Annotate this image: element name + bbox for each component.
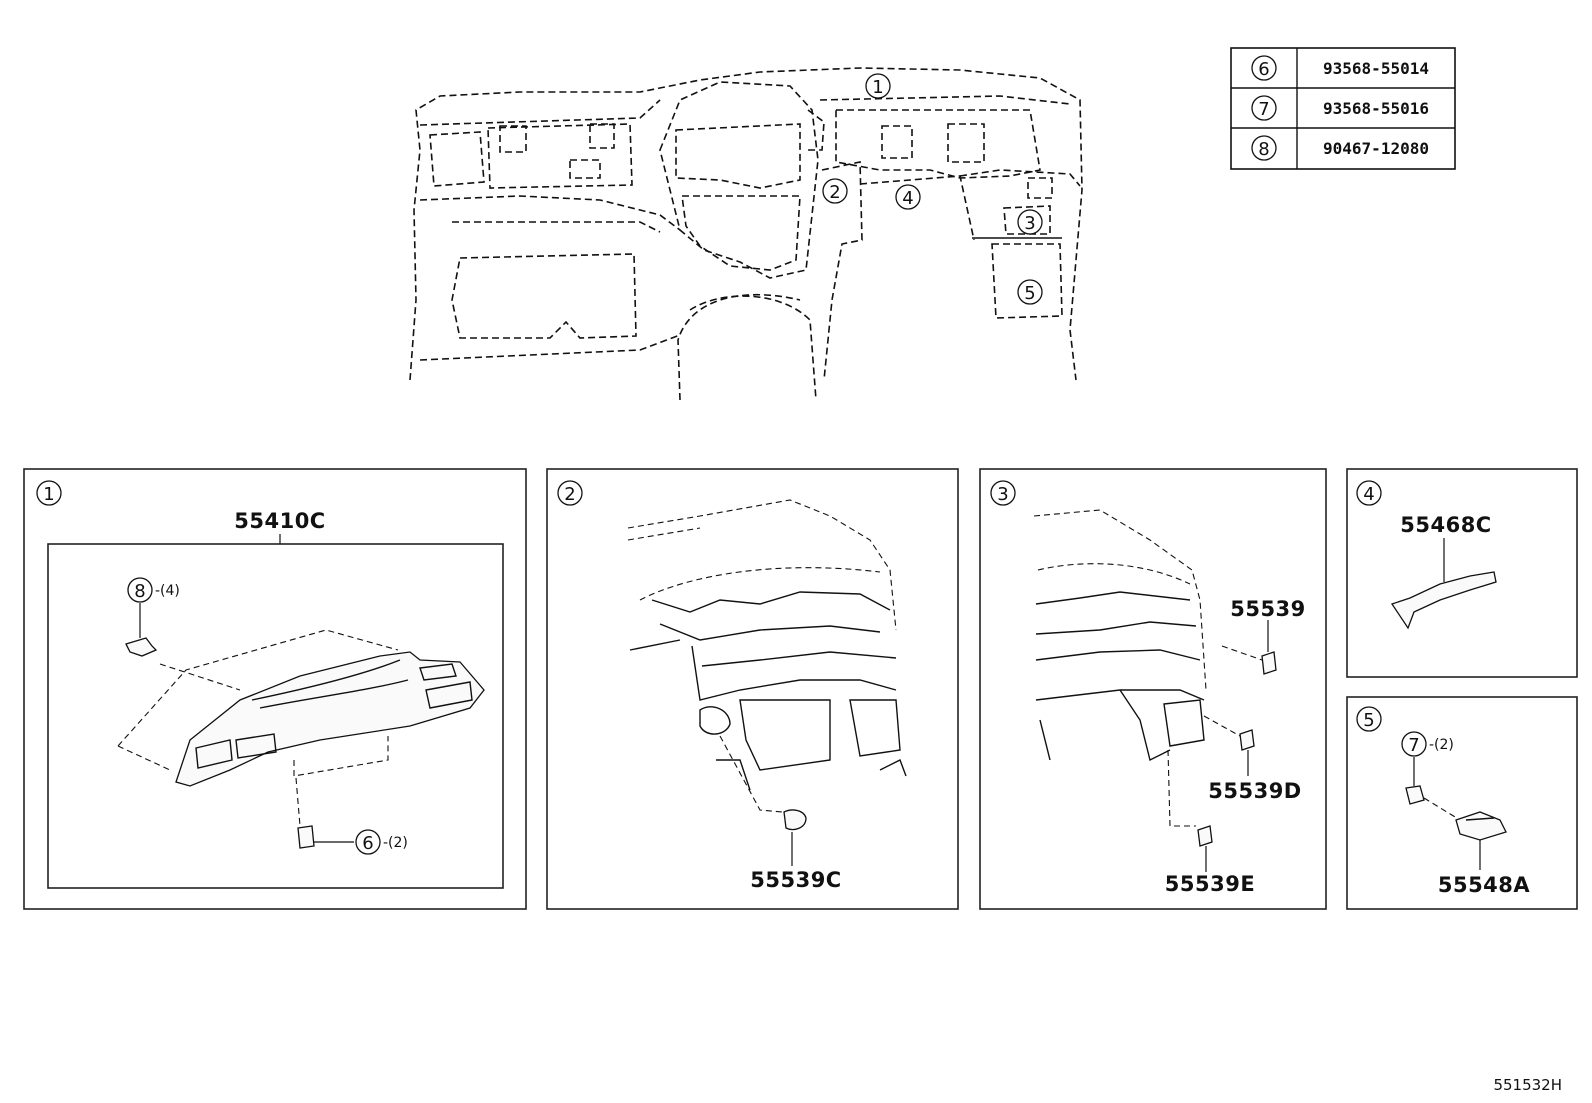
svg-text:5: 5 — [1363, 710, 1374, 731]
svg-text:8: 8 — [1258, 139, 1269, 160]
svg-text:1: 1 — [872, 77, 883, 98]
trim-part — [1390, 571, 1497, 630]
panel-3-label: 3 — [990, 480, 1016, 506]
screw-icon — [1405, 785, 1425, 805]
table-part-number: 90467-12080 — [1323, 139, 1429, 158]
diagram-code: 551532H — [1493, 1076, 1562, 1094]
fastener-ref-8: 8 — [127, 577, 153, 603]
svg-text:3: 3 — [1024, 213, 1035, 234]
clip-part — [783, 809, 807, 831]
svg-text:4: 4 — [1363, 484, 1374, 505]
table-part-number: 93568-55014 — [1323, 59, 1429, 78]
fastener-qty: -(2) — [1429, 737, 1454, 753]
table-ref-8: 8 — [1251, 135, 1277, 161]
svg-text:4: 4 — [902, 188, 913, 209]
overview-callout-3: 3 — [1017, 209, 1043, 235]
part-number-55539E: 55539E — [1165, 872, 1255, 896]
clip-part — [125, 637, 158, 657]
overview-callout-4: 4 — [895, 184, 921, 210]
svg-text:6: 6 — [362, 833, 373, 854]
overview-callout-2: 2 — [822, 178, 848, 204]
table-ref-7: 7 — [1251, 95, 1277, 121]
panel-2-label: 2 — [557, 480, 583, 506]
part-number-55548A: 55548A — [1438, 873, 1531, 897]
bracket-part — [1455, 811, 1507, 841]
svg-text:6: 6 — [1258, 59, 1269, 80]
dashboard-overview — [409, 67, 1083, 401]
svg-text:7: 7 — [1258, 99, 1269, 120]
part-number-55539C: 55539C — [750, 868, 841, 892]
svg-text:5: 5 — [1024, 283, 1035, 304]
panel-1-label: 1 — [36, 480, 62, 506]
fastener-ref-7: 7 — [1401, 731, 1427, 757]
part-number-55539: 55539 — [1230, 597, 1306, 621]
table-part-number: 93568-55016 — [1323, 99, 1429, 118]
clip-part — [1239, 729, 1255, 751]
fastener-qty: -(4) — [155, 583, 180, 599]
clip-part — [1261, 651, 1277, 675]
svg-text:1: 1 — [43, 484, 54, 505]
overview-callout-1: 1 — [865, 73, 891, 99]
table-ref-6: 6 — [1251, 55, 1277, 81]
fastener-ref-6: 6 — [355, 829, 381, 855]
panel-4: 4 55468C — [1346, 468, 1578, 678]
clip-part — [1197, 825, 1213, 847]
fastener-qty: -(2) — [383, 835, 408, 851]
screw-icon — [297, 825, 315, 849]
overview-callout-5: 5 — [1017, 279, 1043, 305]
panel-3: 3 55539 55539D 55539E — [979, 468, 1327, 910]
part-number-55539D: 55539D — [1208, 779, 1302, 803]
garnish-part — [175, 651, 485, 787]
svg-text:8: 8 — [134, 581, 145, 602]
panel-1: 1 55410C 8 -(4) — [23, 468, 527, 910]
panel-2: 2 55539C — [546, 468, 959, 910]
part-number-55410C: 55410C — [234, 509, 325, 533]
part-number-55468C: 55468C — [1400, 513, 1491, 537]
panel-5: 5 7 -(2) 55548A — [1346, 696, 1578, 910]
panel-5-label: 5 — [1356, 706, 1382, 732]
svg-text:3: 3 — [997, 484, 1008, 505]
svg-text:2: 2 — [829, 182, 840, 203]
panel-4-label: 4 — [1356, 480, 1382, 506]
svg-text:7: 7 — [1408, 735, 1419, 756]
reference-table: 6 93568-55014 7 93568-55016 8 90467-1208… — [1230, 47, 1456, 170]
svg-text:2: 2 — [564, 484, 575, 505]
